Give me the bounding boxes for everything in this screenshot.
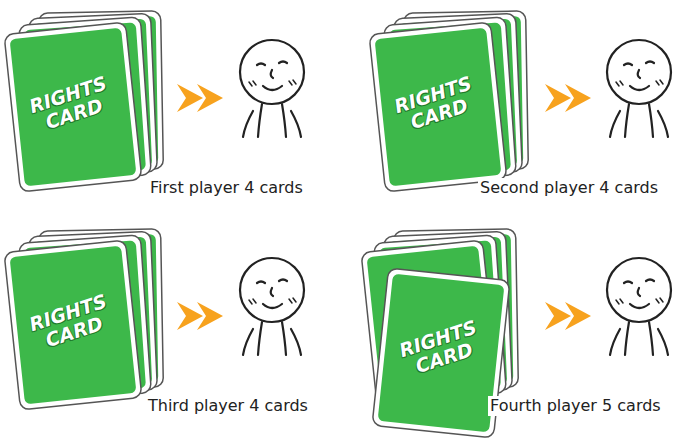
caption: First player 4 cards: [148, 178, 305, 198]
caption: Second player 4 cards: [478, 178, 660, 198]
caption: Fourth player 5 cards: [488, 396, 663, 416]
caption: Third player 4 cards: [146, 396, 310, 416]
